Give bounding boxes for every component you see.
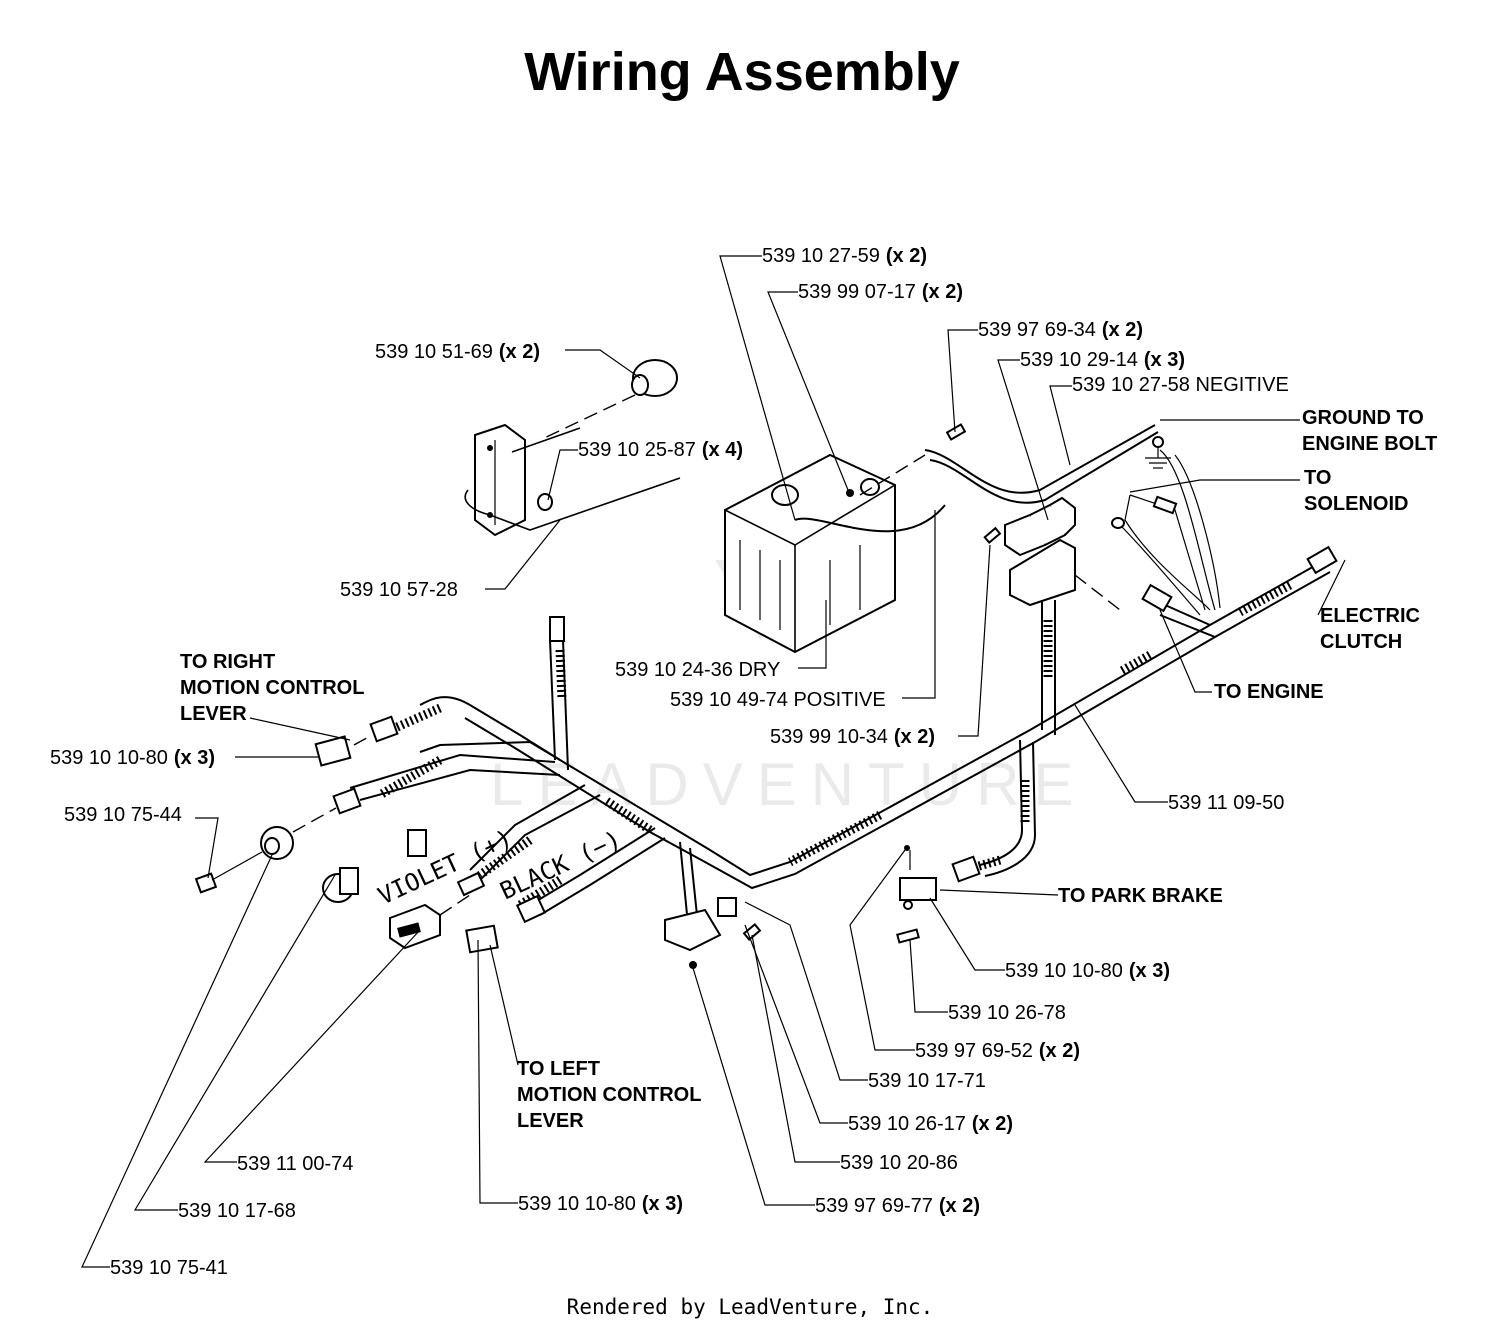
- connector-part-icon: [332, 545, 1338, 924]
- callout-539-11-09-50: 539 11 09-50: [1168, 792, 1284, 814]
- callout-539-99-10-34: 539 99 10-34(x 2): [770, 726, 935, 748]
- main-harness: [349, 559, 1331, 926]
- hour-meter-part-icon: [389, 903, 441, 950]
- screw-part-icon: [742, 923, 762, 941]
- callout-539-97-69-77: 539 97 69-77(x 2): [815, 1195, 980, 1217]
- wire: [1159, 449, 1216, 611]
- wire: [1174, 454, 1221, 609]
- callout-539-10-25-87: 539 10 25-87(x 4): [578, 439, 743, 461]
- wire: [1129, 494, 1206, 611]
- callout-539-10-49-74: 539 10 49-74 POSITIVE: [670, 689, 886, 711]
- callout-539-10-20-86: 539 10 20-86: [840, 1152, 958, 1174]
- callout-539-10-10-80-right: 539 10 10-80(x 3): [50, 747, 215, 769]
- callout-539-10-17-68: 539 10 17-68: [178, 1200, 296, 1222]
- note-right-line3: LEVER: [180, 703, 247, 725]
- callout-labels: 539 10 27-59(x 2) 539 99 07-17(x 2) 539 …: [50, 245, 1289, 1279]
- ring-terminal-icon: [1111, 517, 1125, 529]
- dash-line: [353, 734, 373, 746]
- wire: [1124, 494, 1211, 611]
- dash-line: [539, 394, 636, 441]
- ground-icon: [1145, 436, 1171, 469]
- callout-539-10-27-59: 539 10 27-59(x 2): [762, 245, 927, 267]
- screw-part-icon: [904, 845, 910, 851]
- footer-credit: Rendered by LeadVenture, Inc.: [567, 1295, 934, 1319]
- note-clutch-line2: CLUTCH: [1320, 631, 1402, 653]
- note-labels: GROUND TO ENGINE BOLT TO SOLENOID ELECTR…: [180, 407, 1437, 1132]
- violet-wire-label: VIOLET (+): [374, 824, 517, 910]
- negative-cable-outline: [929, 431, 1159, 504]
- bolt-part-icon: [945, 423, 967, 441]
- note-solenoid-line2: SOLENOID: [1304, 493, 1408, 515]
- callout-539-10-51-69: 539 10 51-69(x 2): [375, 341, 540, 363]
- callout-539-10-27-58: 539 10 27-58 NEGITIVE: [1072, 374, 1289, 396]
- watermark-text: LEADVENTURE: [490, 751, 1087, 818]
- ignition-part-icon: [194, 826, 294, 894]
- leader-lines: [81, 255, 1346, 1268]
- callout-539-99-07-17: 539 99 07-17(x 2): [798, 281, 963, 303]
- dash-line: [859, 454, 926, 496]
- note-right-line1: TO RIGHT: [180, 651, 275, 673]
- note-engine: TO ENGINE: [1214, 681, 1324, 703]
- callout-539-97-69-34: 539 97 69-34(x 2): [978, 319, 1143, 341]
- callout-539-10-10-80-left: 539 10 10-80(x 3): [518, 1193, 683, 1215]
- callout-539-10-24-36: 539 10 24-36 DRY: [615, 659, 780, 681]
- note-solenoid-line1: TO: [1304, 467, 1331, 489]
- dash-line: [1074, 574, 1121, 611]
- callout-539-10-57-28: 539 10 57-28: [340, 579, 458, 601]
- callout-539-97-69-52: 539 97 69-52(x 2): [915, 1040, 1080, 1062]
- lamp-part-icon: [322, 867, 359, 903]
- note-park-brake: TO PARK BRAKE: [1058, 885, 1223, 907]
- callout-539-10-17-71: 539 10 17-71: [868, 1070, 986, 1092]
- callout-539-10-10-80-park: 539 10 10-80(x 3): [1005, 960, 1170, 982]
- callout-539-10-75-44: 539 10 75-44: [64, 804, 182, 826]
- note-clutch-line1: ELECTRIC: [1320, 605, 1420, 627]
- note-right-line2: MOTION CONTROL: [180, 677, 364, 699]
- relay-part-icon: [1004, 496, 1076, 607]
- callout-539-10-26-78: 539 10 26-78: [948, 1002, 1066, 1024]
- note-left-line2: MOTION CONTROL: [517, 1084, 701, 1106]
- screw-part-icon: [983, 526, 1002, 544]
- negative-cable: [924, 424, 1156, 494]
- callout-539-10-26-17: 539 10 26-17(x 2): [848, 1113, 1013, 1135]
- terminal-part-icon: [1152, 495, 1178, 515]
- illustration: [194, 359, 1338, 969]
- black-wire-label: BLACK (−): [496, 825, 626, 905]
- note-left-line1: TO LEFT: [517, 1058, 600, 1080]
- bracket-part-icon: [464, 423, 681, 537]
- wire: [1119, 524, 1201, 616]
- note-ground-line2: ENGINE BOLT: [1302, 433, 1437, 455]
- battery-part-icon: [724, 453, 946, 654]
- callout-539-10-75-41: 539 10 75-41: [110, 1257, 228, 1279]
- callout-539-10-29-14: 539 10 29-14(x 3): [1020, 349, 1185, 371]
- page-title: Wiring Assembly: [524, 42, 960, 102]
- note-ground-line1: GROUND TO: [1302, 407, 1424, 429]
- knob-part-icon: [631, 359, 678, 397]
- nut-part-icon: [689, 961, 697, 969]
- note-left-line3: LEVER: [517, 1110, 584, 1132]
- callout-539-11-00-74: 539 11 00-74: [237, 1153, 353, 1175]
- dash-line: [439, 894, 471, 916]
- dash-line: [292, 807, 337, 833]
